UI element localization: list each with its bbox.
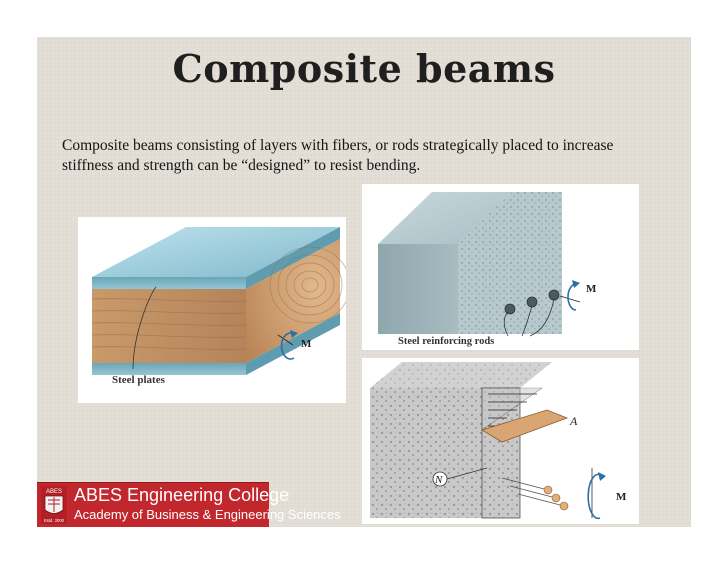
steel-plates-moment-label: M [301,338,312,350]
section-moment-label: M [616,491,627,503]
college-subtitle: Academy of Business & Engineering Scienc… [74,507,341,522]
reinforced-moment-label: M [586,283,597,295]
college-logo: ABES Estd. 2000 ABES Engineering College… [37,482,341,527]
section-n-label: N [434,474,443,486]
slide-title: Composite beams [172,46,556,91]
reinforced-label: Steel reinforcing rods [398,336,494,347]
steel-plates-figure: M Steel plates [78,217,346,403]
college-name: ABES Engineering College [74,485,290,505]
reinforced-concrete-figure: M Steel reinforcing rods [362,184,639,350]
steel-plates-label: Steel plates [112,374,166,386]
slide-body-text: Composite beams consisting of layers wit… [62,137,614,174]
estd-text: Estd. 2000 [44,518,65,523]
crest-icon: ABES Estd. 2000 [41,486,67,524]
section-a-label: A [569,414,578,428]
crest-text: ABES [46,489,62,495]
cracked-section-figure: N A M [362,358,639,524]
